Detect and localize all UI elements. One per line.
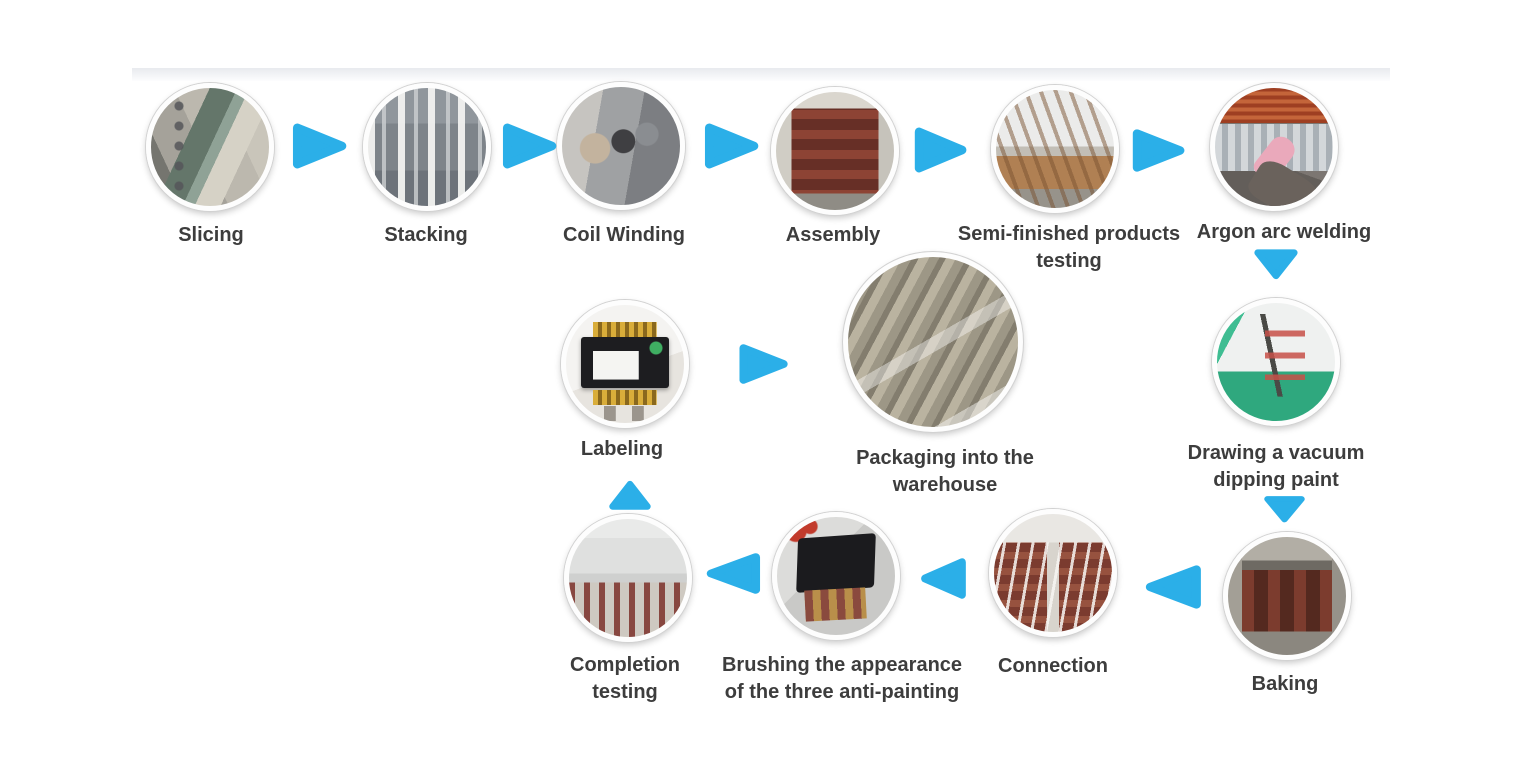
arrow-coil-winding-to-assembly-icon — [700, 121, 762, 171]
labeling-label: Labeling — [580, 438, 664, 460]
arrow-brushing-to-completion-icon — [703, 551, 765, 596]
brushing-photo-icon — [772, 512, 900, 640]
step-semi-finished-products-testing — [991, 85, 1119, 213]
arrow-slicing-to-stacking-icon — [288, 121, 350, 171]
step-assembly — [771, 87, 899, 215]
arrow-labeling-to-packaging-icon — [735, 342, 791, 386]
arrow-vacuum-to-baking-icon — [1262, 494, 1307, 524]
step-connection — [989, 509, 1117, 637]
completion-testing-label: Completion testing — [570, 654, 680, 703]
slicing-label: Slicing — [178, 224, 244, 246]
step-brushing-anti-painting — [772, 512, 900, 640]
arrow-argon-to-vacuum-icon — [1252, 247, 1300, 281]
step-argon-arc-welding — [1210, 83, 1338, 211]
step-completion-testing — [564, 514, 692, 642]
baking-label: Baking — [1251, 673, 1319, 695]
step-stacking — [363, 83, 491, 211]
arrow-stacking-to-coil-winding-icon — [498, 121, 560, 171]
arrow-baking-to-connection-icon — [1142, 563, 1206, 611]
step-baking — [1223, 532, 1351, 660]
top-divider-bar — [132, 68, 1390, 81]
brushing-label: Brushing the appearance of the three ant… — [721, 654, 963, 703]
stacking-label: Stacking — [384, 224, 468, 246]
packaging-photo-icon — [843, 252, 1023, 432]
arrow-completion-to-labeling-icon — [607, 479, 653, 512]
coil-winding-label: Coil Winding — [562, 224, 685, 246]
assembly-label: Assembly — [785, 224, 881, 246]
arrow-semi-testing-to-argon-icon — [1128, 127, 1188, 174]
stacking-photo-icon — [363, 83, 491, 211]
vacuum-dipping-photo-icon — [1212, 298, 1340, 426]
step-drawing-a-vacuum-dipping-paint — [1212, 298, 1340, 426]
step-packaging-into-the-warehouse — [843, 252, 1023, 432]
connection-label: Connection — [998, 655, 1108, 677]
labeling-photo-icon — [561, 300, 689, 428]
completion-testing-photo-icon — [564, 514, 692, 642]
step-labeling — [561, 300, 689, 428]
step-slicing — [146, 83, 274, 211]
argon-arc-welding-label: Argon arc welding — [1196, 221, 1372, 243]
packaging-label: Packaging into the warehouse — [856, 447, 1034, 496]
semi-finished-testing-label: Semi-finished products testing — [957, 223, 1181, 272]
step-coil-winding — [557, 82, 685, 210]
vacuum-dipping-label: Drawing a vacuum dipping paint — [1187, 442, 1365, 491]
arrow-assembly-to-semi-testing-icon — [910, 125, 970, 175]
baking-photo-icon — [1223, 532, 1351, 660]
semi-finished-testing-photo-icon — [991, 85, 1119, 213]
slicing-photo-icon — [146, 83, 274, 211]
argon-arc-welding-photo-icon — [1210, 83, 1338, 211]
assembly-photo-icon — [771, 87, 899, 215]
connection-photo-icon — [989, 509, 1117, 637]
arrow-connection-to-brushing-icon — [918, 556, 970, 601]
coil-winding-photo-icon — [557, 82, 685, 210]
